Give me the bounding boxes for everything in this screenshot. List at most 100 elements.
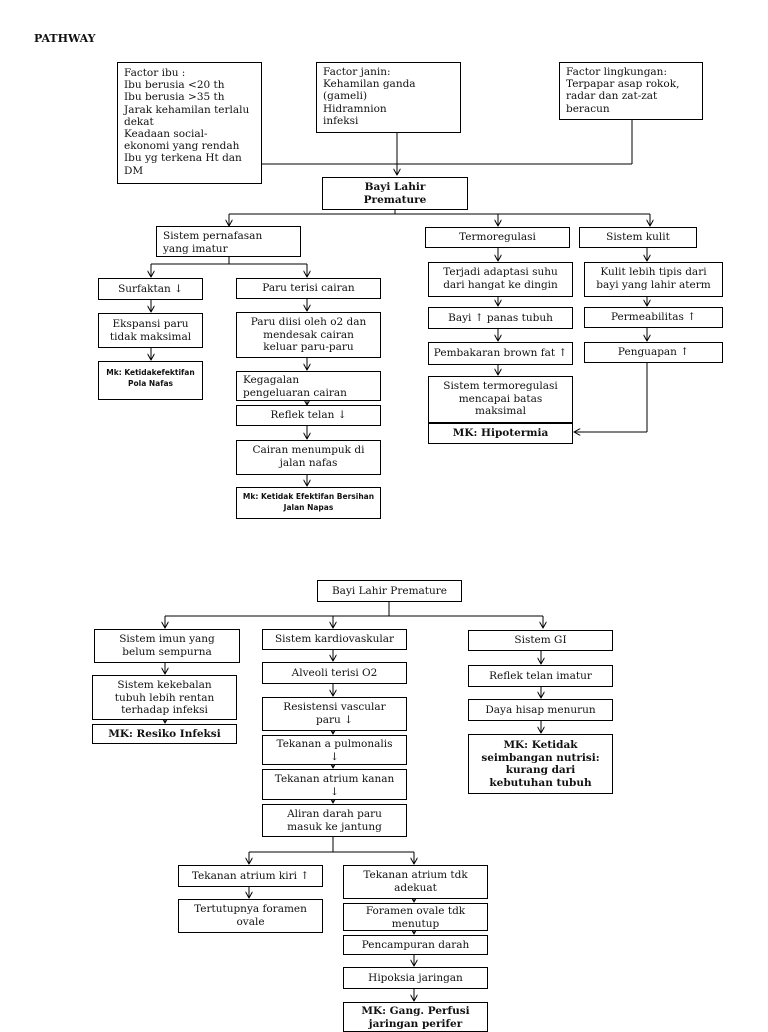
reflek-telan-box: Reflek telan ↓ bbox=[236, 405, 381, 426]
box-line: Paru terisi cairan bbox=[262, 282, 355, 294]
box-line: MK: Gang. Perfusi bbox=[361, 1005, 470, 1017]
mk-pola-nafas-box: Mk: Ketidakefektifan Pola Nafas bbox=[98, 361, 203, 400]
foramen-tdk-menutup-box: Foramen ovale tdk menutup bbox=[343, 903, 488, 931]
box-line: menutup bbox=[391, 917, 440, 930]
box-line: Foramen ovale tdk bbox=[365, 905, 466, 917]
box-line: ovale bbox=[236, 915, 265, 928]
box-line: Bayi Lahir Premature bbox=[331, 585, 448, 597]
paru-diisi-o2-box: Paru diisi oleh o2 dan mendesak cairan k… bbox=[236, 312, 381, 358]
box-line: Termoregulasi bbox=[459, 231, 536, 243]
mk-jalan-napas-box: Mk: Ketidak Efektifan Bersihan Jalan Nap… bbox=[236, 487, 381, 519]
box-line: Keadaan social- bbox=[124, 128, 208, 141]
box-line: kebutuhan tubuh bbox=[489, 776, 592, 789]
box-line: Aliran darah paru bbox=[287, 808, 382, 820]
box-line: terhadap infeksi bbox=[121, 704, 208, 716]
tekanan-tdk-adekuat-box: Tekanan atrium tdk adekuat bbox=[343, 865, 488, 899]
reflek-telan-imatur-box: Reflek telan imatur bbox=[468, 665, 613, 687]
paru-terisi-cairan-box: Paru terisi cairan bbox=[236, 278, 381, 299]
box-line: Ibu berusia >35 th bbox=[124, 91, 225, 104]
adaptasi-suhu-box: Terjadi adaptasi suhu dari hangat ke din… bbox=[428, 262, 573, 297]
box-line: Sistem imun yang bbox=[119, 633, 215, 645]
surfaktan-box: Surfaktan ↓ bbox=[98, 278, 203, 300]
box-line: Sistem termoregulasi bbox=[443, 380, 558, 392]
box-line: Bayi ↑ panas tubuh bbox=[448, 312, 553, 324]
box-line: Kegagalan bbox=[243, 374, 300, 386]
box-line: Jalan Napas bbox=[283, 503, 334, 512]
tekanan-pulmonalis-box: Tekanan a pulmonalis ↓ bbox=[262, 735, 407, 765]
box-line: tubuh lebih rentan bbox=[114, 691, 215, 704]
box-line: Surfaktan ↓ bbox=[118, 283, 183, 295]
box-line: ↓ bbox=[330, 785, 339, 798]
resistensi-vascular-box: Resistensi vascular paru ↓ bbox=[262, 697, 407, 731]
box-line: masuk ke jantung bbox=[287, 820, 382, 833]
box-line: keluar paru-paru bbox=[263, 341, 354, 353]
box-line: Sistem kekebalan bbox=[117, 679, 212, 691]
box-line: Pola Nafas bbox=[127, 379, 174, 388]
box-line: Terjadi adaptasi suhu bbox=[443, 266, 558, 278]
box-line: MK: Ketidak bbox=[503, 739, 578, 751]
box-line: Ekspansi paru bbox=[112, 318, 189, 330]
box-line: Jarak kehamilan terlalu bbox=[124, 103, 250, 116]
box-line: MK: Resiko Infeksi bbox=[108, 728, 221, 740]
sistem-kardiovaskular-box: Sistem kardiovaskular bbox=[262, 629, 407, 650]
factor-lingkungan-box: Factor lingkungan: Terpapar asap rokok, … bbox=[559, 62, 703, 120]
mk-resiko-infeksi-box: MK: Resiko Infeksi bbox=[92, 724, 237, 744]
box-line: Premature bbox=[363, 193, 427, 206]
hipoksia-jaringan-box: Hipoksia jaringan bbox=[343, 967, 488, 989]
box-line: (gameli) bbox=[323, 90, 368, 103]
box-line: Paru diisi oleh o2 dan bbox=[250, 316, 367, 328]
daya-hisap-box: Daya hisap menurun bbox=[468, 699, 613, 721]
sistem-gi-box: Sistem GI bbox=[468, 630, 613, 651]
bayi-lahir-premature-box: Bayi Lahir Premature bbox=[322, 177, 468, 210]
box-line: Hidramnion bbox=[323, 102, 387, 115]
box-line: Sistem kardiovaskular bbox=[274, 633, 395, 645]
pencampuran-darah-box: Pencampuran darah bbox=[343, 935, 488, 955]
cairan-menumpuk-box: Cairan menumpuk di jalan nafas bbox=[236, 440, 381, 475]
box-line: bayi yang lahir aterm bbox=[596, 278, 711, 291]
box-line: beracun bbox=[566, 102, 610, 115]
box-line: ekonomi yang rendah bbox=[124, 140, 240, 153]
box-line: Bayi Lahir bbox=[364, 181, 426, 193]
box-line: pengeluaran cairan bbox=[243, 386, 347, 399]
box-line: Factor ibu : bbox=[124, 67, 186, 79]
sistem-kulit-box: Sistem kulit bbox=[579, 227, 697, 248]
box-line: Sistem pernafasan bbox=[163, 230, 263, 242]
box-line: dari hangat ke dingin bbox=[443, 278, 558, 291]
box-line: tidak maksimal bbox=[109, 330, 192, 343]
tertutupnya-foramen-box: Tertutupnya foramen ovale bbox=[178, 899, 323, 933]
box-line: Permeabilitas ↑ bbox=[610, 311, 697, 323]
termoregulasi-box: Termoregulasi bbox=[425, 227, 570, 248]
box-line: Alveoli terisi O2 bbox=[291, 667, 378, 679]
box-line: Factor janin: bbox=[323, 66, 391, 78]
box-line: Tekanan atrium kiri ↑ bbox=[191, 870, 310, 882]
sistem-pernafasan-box: Sistem pernafasan yang imatur bbox=[156, 226, 301, 257]
box-line: radar dan zat-zat bbox=[566, 90, 658, 103]
box-line: Resistensi vascular bbox=[283, 701, 386, 713]
mk-hipotermia-box: MK: Hipotermia bbox=[428, 423, 573, 444]
kegagalan-box: Kegagalan pengeluaran cairan bbox=[236, 371, 381, 401]
box-line: Terpapar asap rokok, bbox=[566, 78, 680, 91]
box-line: Sistem kulit bbox=[606, 231, 670, 243]
box-line: Daya hisap menurun bbox=[485, 704, 596, 716]
box-line: ↓ bbox=[330, 750, 339, 763]
box-line: MK: Hipotermia bbox=[452, 427, 549, 439]
box-line: mendesak cairan bbox=[263, 328, 354, 341]
box-line: Factor lingkungan: bbox=[566, 66, 667, 78]
box-line: Pencampuran darah bbox=[361, 939, 470, 951]
box-line: Tekanan a pulmonalis bbox=[276, 738, 393, 750]
box-line: Cairan menumpuk di bbox=[252, 444, 365, 456]
factor-janin-box: Factor janin: Kehamilan ganda (gameli) H… bbox=[316, 62, 461, 133]
box-line: jalan nafas bbox=[279, 456, 338, 469]
page-title: PATHWAY bbox=[34, 32, 96, 45]
box-line: Sistem GI bbox=[514, 634, 567, 646]
box-line: kurang dari bbox=[505, 764, 576, 776]
sistem-kekebalan-box: Sistem kekebalan tubuh lebih rentan terh… bbox=[92, 675, 237, 720]
brown-fat-box: Pembakaran brown fat ↑ bbox=[428, 342, 573, 365]
box-line: mencapai batas bbox=[458, 392, 543, 405]
box-line: Kehamilan ganda bbox=[323, 78, 416, 91]
permeabilitas-box: Permeabilitas ↑ bbox=[584, 307, 723, 328]
box-line: DM bbox=[124, 164, 144, 177]
box-line: Penguapan ↑ bbox=[617, 346, 690, 358]
box-line: infeksi bbox=[323, 114, 359, 127]
box-line: Ibu yg terkena Ht dan bbox=[124, 152, 242, 165]
